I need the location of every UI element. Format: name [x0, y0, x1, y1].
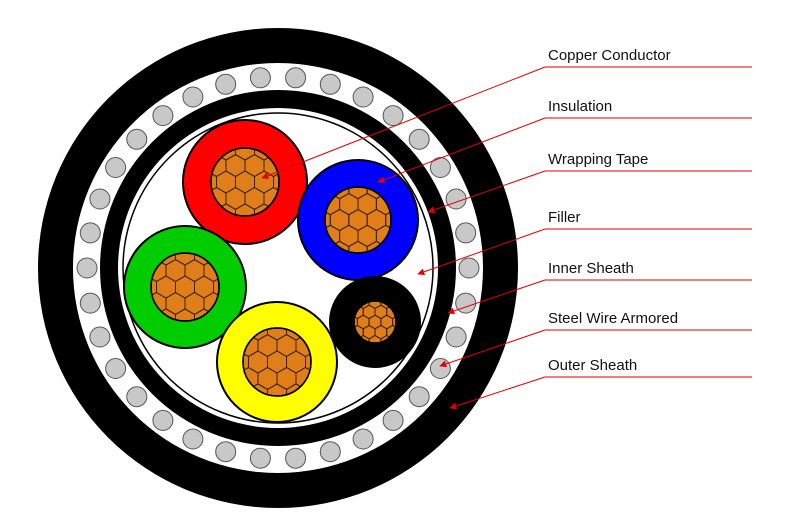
armor-wire: [182, 86, 204, 108]
copper-strand: [392, 314, 396, 330]
armor-wire: [429, 157, 451, 178]
red-core: [182, 119, 308, 245]
armor-wire: [182, 428, 204, 450]
leader-filler: [417, 228, 752, 276]
green-core-conductor-rim: [150, 252, 220, 322]
armor-wire: [285, 447, 307, 469]
armor-wire: [445, 326, 467, 348]
armor-wire: [89, 326, 111, 348]
leader-wrapping-tape: [427, 170, 752, 214]
armor-wire: [382, 105, 404, 127]
label-insulation: Insulation: [548, 98, 612, 115]
armor-wire: [408, 386, 430, 408]
blue-core: [297, 159, 419, 281]
armor-wire: [445, 188, 467, 210]
armor-wire: [455, 222, 477, 244]
leader-steel-wire-armored: [439, 329, 752, 368]
armor-wire: [352, 86, 374, 108]
copper-strand: [273, 170, 279, 194]
yellow-core-conductor-rim: [242, 327, 312, 397]
leader-inner-sheath: [447, 279, 752, 315]
armor-wire: [352, 428, 374, 450]
armor-wire: [382, 409, 404, 431]
yellow-core: [216, 301, 338, 423]
armor-wire: [319, 73, 341, 95]
armor-wire: [455, 292, 477, 314]
leader-outer-sheath: [449, 376, 752, 410]
black-core-conductor-rim: [353, 300, 397, 344]
armor-wire: [319, 441, 341, 463]
armor-wire: [249, 447, 271, 469]
armor-wire: [126, 386, 148, 408]
black-core: [329, 276, 421, 368]
armor-wire: [215, 441, 237, 463]
leader-lines: [261, 66, 752, 410]
armor-wire: [79, 292, 101, 314]
armor-wire: [429, 358, 451, 379]
leader-insulation: [377, 117, 752, 184]
armor-wire: [126, 128, 148, 150]
armor-wire: [105, 157, 127, 178]
armor-wire: [458, 257, 480, 279]
armor-wire: [215, 73, 237, 95]
label-wrapping-tape: Wrapping Tape: [548, 151, 648, 168]
label-filler: Filler: [548, 209, 581, 226]
label-copper-conductor: Copper Conductor: [548, 47, 671, 64]
blue-core-conductor-rim: [324, 186, 392, 254]
armor-wire: [408, 128, 430, 150]
copper-strand: [305, 350, 311, 374]
armor-wire: [105, 358, 127, 379]
armor-wire: [152, 409, 174, 431]
label-outer-sheath: Outer Sheath: [548, 357, 637, 374]
armor-wire: [79, 222, 101, 244]
armor-wire: [89, 188, 111, 210]
leader-copper-conductor: [261, 66, 752, 179]
wrapping-tape-edge: [122, 112, 434, 424]
armor-wire: [152, 105, 174, 127]
red-core-conductor-rim: [210, 147, 280, 217]
green-core: [123, 225, 247, 349]
copper-strand: [385, 208, 391, 232]
copper-strand: [213, 275, 219, 299]
label-steel-wire-armored: Steel Wire Armored: [548, 310, 678, 327]
steel-wire-armor: [76, 67, 480, 469]
armor-wire: [249, 67, 271, 89]
label-inner-sheath: Inner Sheath: [548, 260, 634, 277]
armor-wire: [285, 67, 307, 89]
cable-cores: [123, 119, 421, 423]
armor-wire: [76, 257, 98, 279]
